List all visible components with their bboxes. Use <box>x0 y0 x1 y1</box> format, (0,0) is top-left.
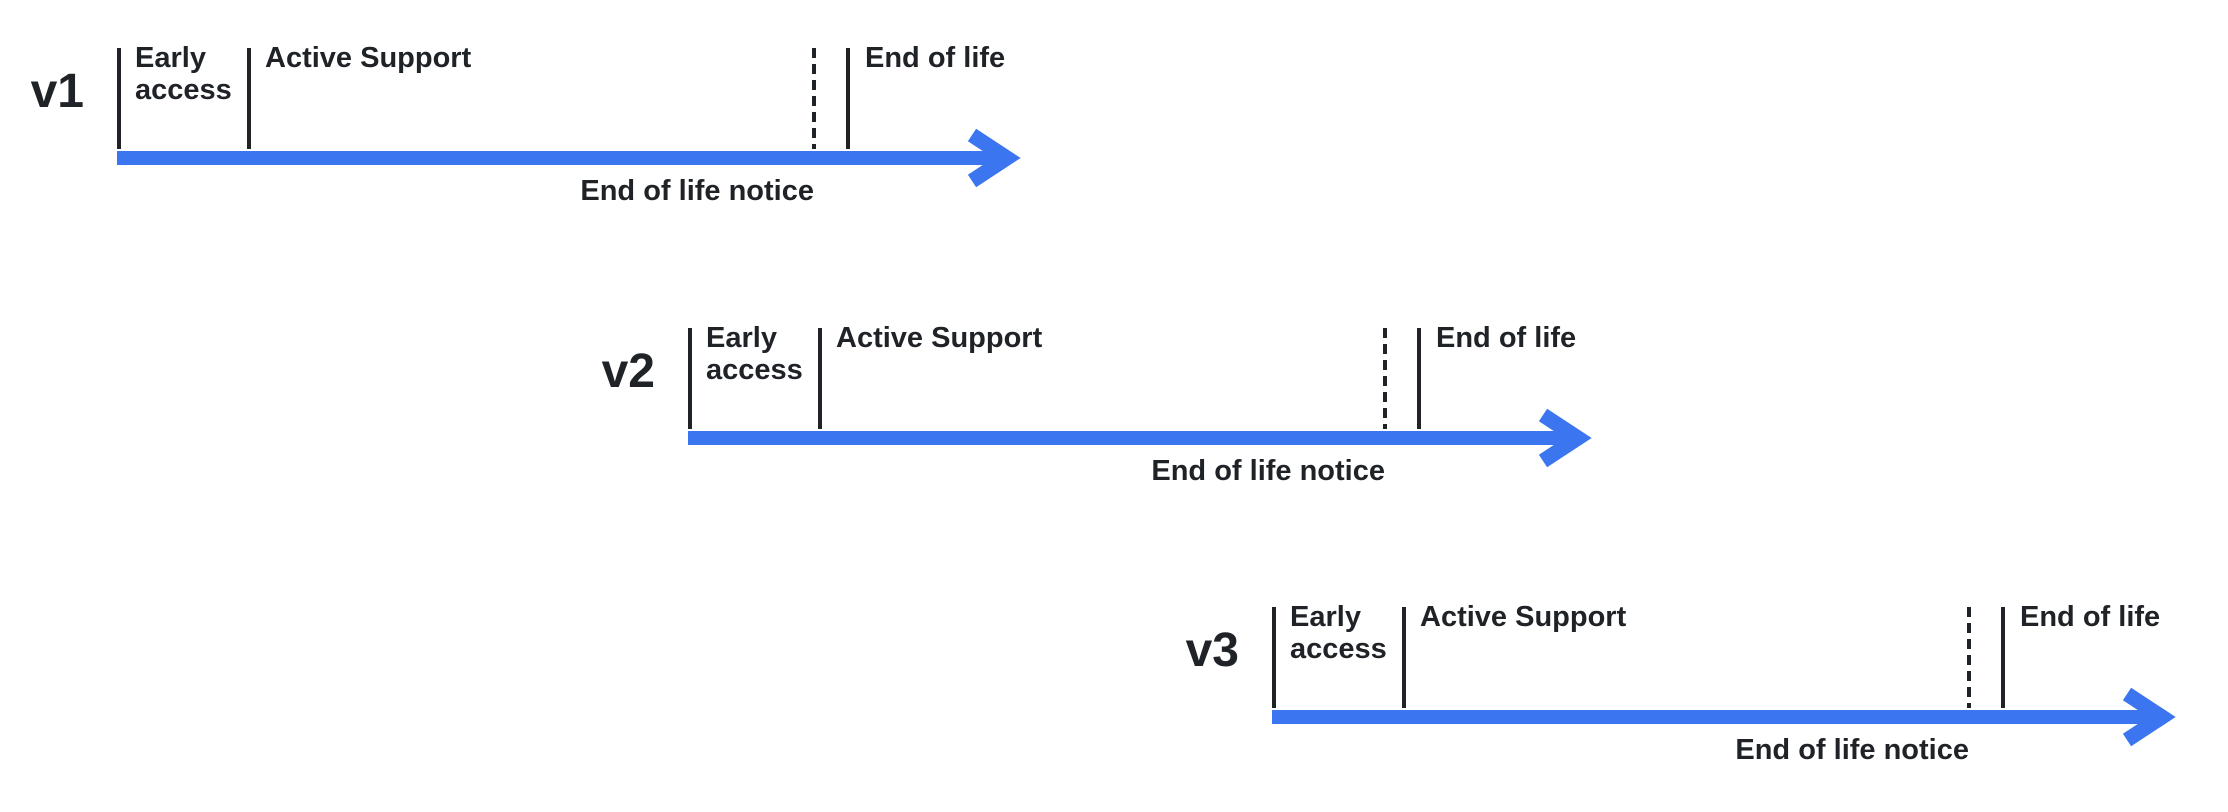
end-of-life-tick <box>846 48 850 149</box>
eol-notice-dashed-line <box>812 48 816 149</box>
end-of-life-label: End of life <box>1436 322 1577 354</box>
version-label: v1 <box>30 65 84 118</box>
early-access-label: Early access <box>135 42 232 106</box>
early-access-end-tick <box>1402 607 1406 708</box>
end-of-life-tick <box>2001 607 2005 708</box>
version-label: v2 <box>601 345 655 398</box>
version-label: v3 <box>1185 624 1239 677</box>
early-access-label: Early access <box>1290 601 1387 665</box>
timeline-start-tick <box>688 328 692 429</box>
active-support-label: Active Support <box>1420 601 1627 633</box>
active-support-label: Active Support <box>836 322 1043 354</box>
timeline-v2: v2 Early access Active Support End of li… <box>602 322 1608 518</box>
active-support-label: Active Support <box>265 42 472 74</box>
end-of-life-tick <box>1417 328 1421 429</box>
timeline-arrow <box>1272 687 2176 747</box>
timeline-start-tick <box>117 48 121 149</box>
eol-notice-label: End of life notice <box>1735 734 1969 766</box>
eol-notice-dashed-line <box>1383 328 1387 429</box>
eol-notice-label: End of life notice <box>1151 455 1385 487</box>
arrow-head <box>1538 408 1592 468</box>
eol-notice-label: End of life notice <box>580 175 814 207</box>
arrow-head <box>967 128 1021 188</box>
end-of-life-label: End of life <box>865 42 1006 74</box>
timeline-start-tick <box>1272 607 1276 708</box>
end-of-life-label: End of life <box>2020 601 2161 633</box>
timeline-arrow <box>688 408 1592 468</box>
timeline-v1: v1 Early access Active Support End of li… <box>31 42 1037 238</box>
early-access-end-tick <box>818 328 822 429</box>
timeline-arrow <box>117 128 1021 188</box>
timeline-v3: v3 Early access Active Support End of li… <box>1186 601 2192 797</box>
early-access-end-tick <box>247 48 251 149</box>
arrow-head <box>2122 687 2176 747</box>
early-access-label: Early access <box>706 322 803 386</box>
eol-notice-dashed-line <box>1967 607 1971 708</box>
